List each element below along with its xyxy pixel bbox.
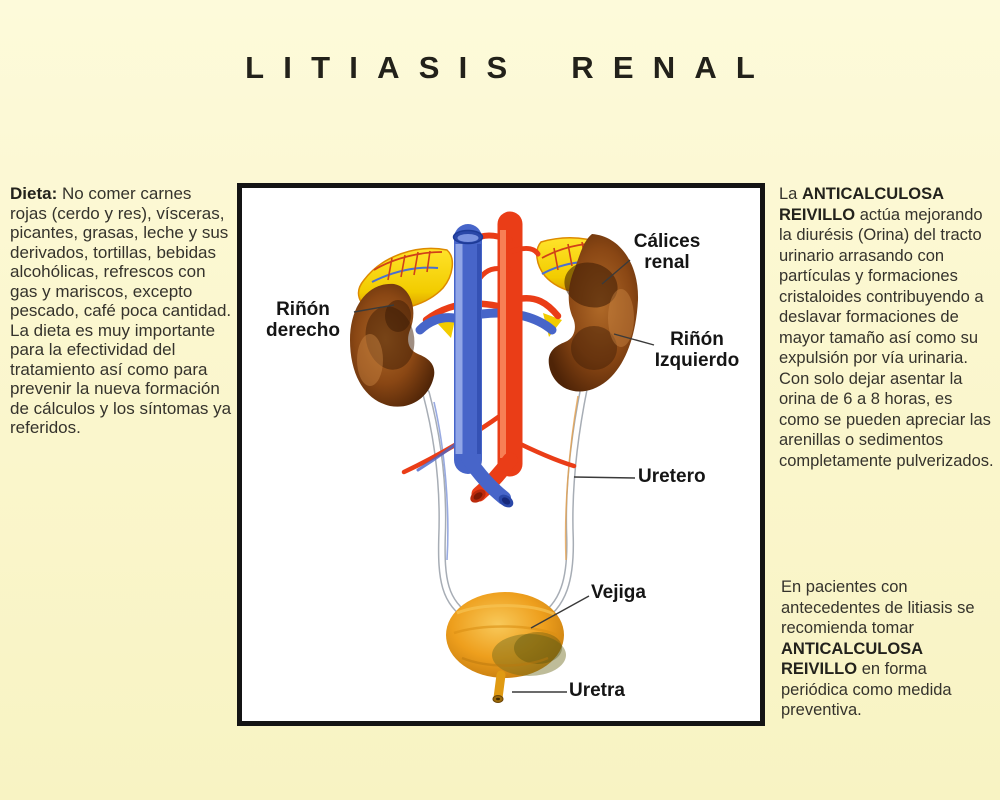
label-rinon-izquierdo: Riñón Izquierdo <box>654 329 740 371</box>
right-column-note: En pacientes con antecedentes de litiasi… <box>781 577 996 721</box>
note-suffix: en forma periódica como medida preventiv… <box>781 660 952 719</box>
diet-note: La dieta es muy importante para la efect… <box>10 320 232 438</box>
bladder-shape <box>446 592 566 678</box>
urinary-system-illustration <box>350 211 655 703</box>
ureters <box>422 384 588 624</box>
brand-name: ANTICALCULOSA REIVILLO <box>779 185 944 224</box>
right-column-intro: La ANTICALCULOSA REIVILLO actúa mejorand… <box>779 184 997 471</box>
diagram-frame: Cálices renal Riñón derecho Riñón Izquie… <box>237 183 765 726</box>
note-prefix: En pacientes con antecedentes de litiasi… <box>781 578 975 637</box>
label-vejiga: Vejiga <box>591 582 646 603</box>
intro-prefix: La <box>779 185 798 203</box>
intro-text: actúa mejorando la diurésis (Orina) del … <box>779 205 994 470</box>
kidney-right-shape <box>350 283 435 407</box>
diet-label: Dieta: <box>10 184 58 203</box>
kidney-left-shape <box>548 234 639 392</box>
leader-lines <box>353 259 655 693</box>
diet-paragraph: Dieta: No comer carnes rojas (cerdo y re… <box>10 184 232 321</box>
label-rinon-derecho: Riñón derecho <box>266 299 340 341</box>
vena-cava <box>452 224 514 508</box>
label-uretra: Uretra <box>569 680 625 701</box>
diet-text: No comer carnes rojas (cerdo y res), vís… <box>10 184 232 320</box>
left-column: Dieta: No comer carnes rojas (cerdo y re… <box>10 184 232 438</box>
label-calices-renal: Cálices renal <box>633 231 701 273</box>
note-brand-name: ANTICALCULOSA REIVILLO <box>781 639 923 679</box>
urethra-shape <box>492 670 506 703</box>
page-title: LITIASIS RENAL <box>245 50 775 85</box>
label-uretero: Uretero <box>638 466 706 487</box>
